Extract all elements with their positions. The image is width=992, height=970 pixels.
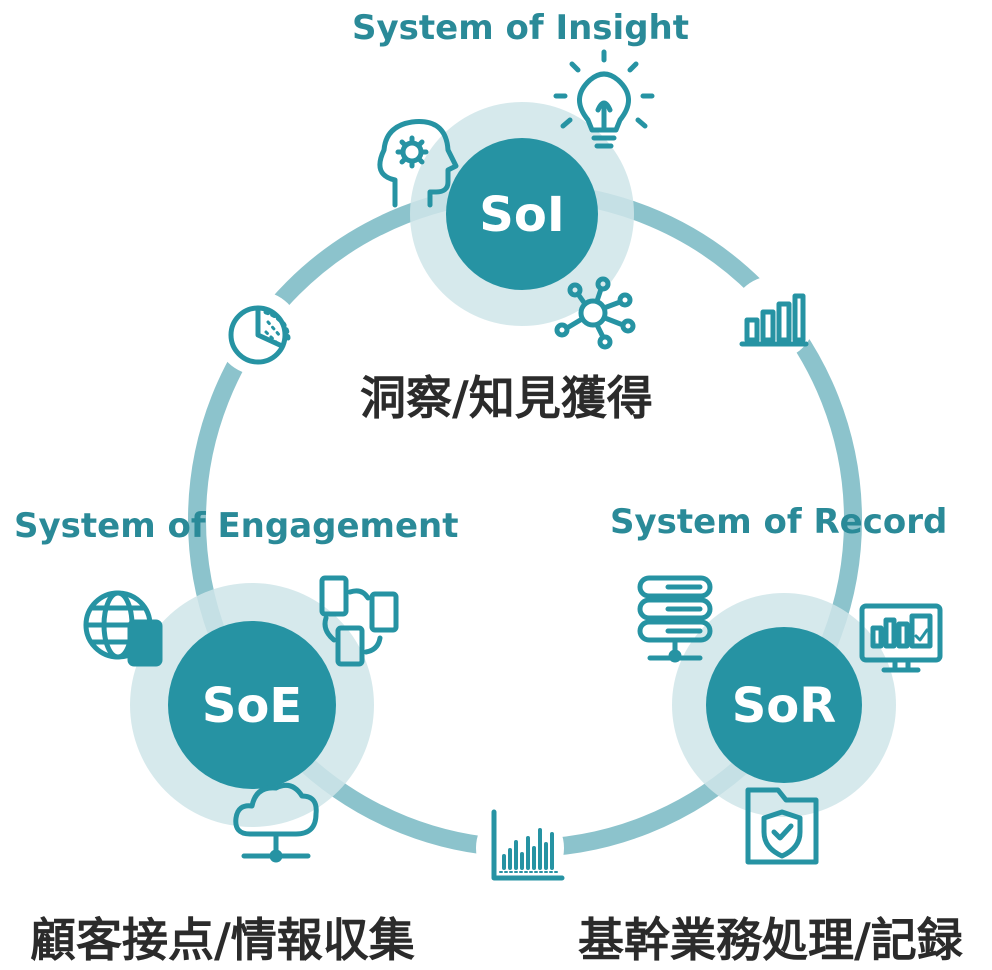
soi-abbr: SoI xyxy=(479,187,564,243)
pie-chart-icon xyxy=(228,305,291,365)
folder-shield-icon xyxy=(745,787,819,865)
lightbulb-icon xyxy=(553,49,655,149)
soi-node: SoI xyxy=(446,138,598,290)
soe-abbr: SoE xyxy=(202,678,302,734)
soe-node: SoE xyxy=(168,621,336,789)
device-sync-icon xyxy=(319,575,399,667)
globe-phone-icon xyxy=(83,590,163,667)
server-stack-icon xyxy=(637,575,713,663)
sor-heading: System of Record xyxy=(610,502,948,542)
sor-node: SoR xyxy=(706,627,862,783)
soi-heading: System of Insight xyxy=(352,8,689,48)
soi-label: 洞察/知見獲得 xyxy=(360,371,653,425)
sor-label: 基幹業務処理/記録 xyxy=(578,913,963,967)
histogram-icon xyxy=(491,809,565,881)
network-hub-icon xyxy=(554,276,636,350)
cloud-network-icon xyxy=(233,782,319,863)
soe-label: 顧客接点/情報収集 xyxy=(30,913,415,967)
head-gear-icon xyxy=(377,119,459,208)
monitor-chart-icon xyxy=(859,603,943,673)
soe-heading: System of Engagement xyxy=(14,506,459,546)
sor-abbr: SoR xyxy=(732,678,837,734)
bar-chart-icon xyxy=(739,293,809,347)
